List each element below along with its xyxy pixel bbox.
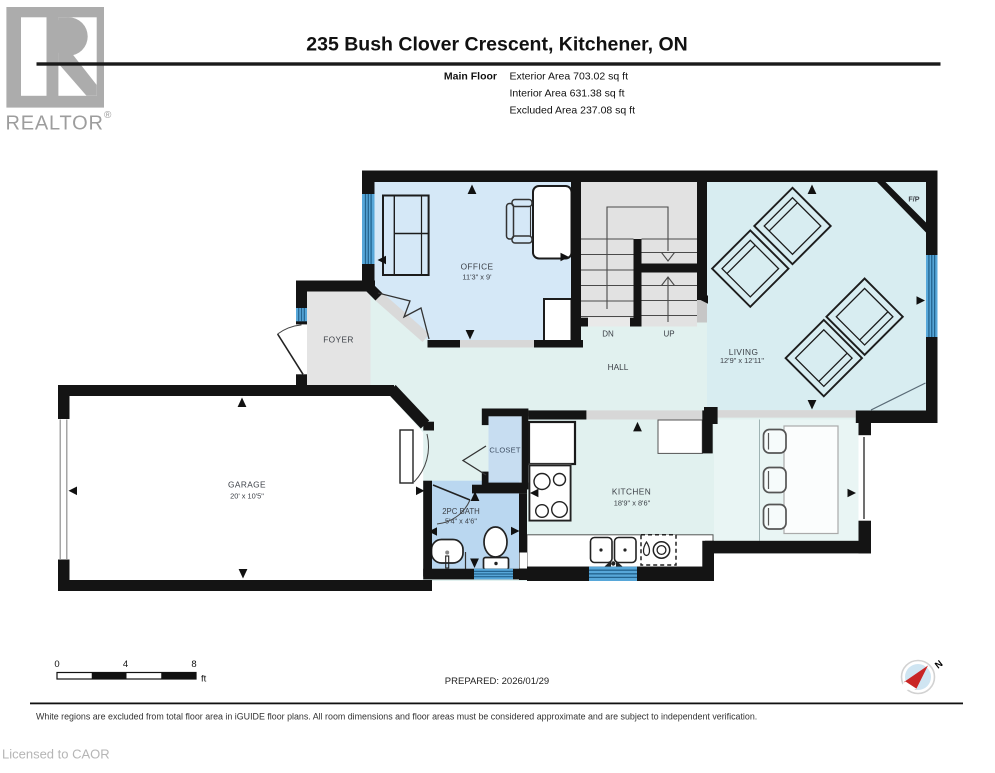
- svg-text:CLOSET: CLOSET: [489, 446, 520, 455]
- svg-text:2PC BATH: 2PC BATH: [442, 507, 480, 516]
- svg-text:FOYER: FOYER: [323, 335, 354, 345]
- svg-text:White regions are excluded fro: White regions are excluded from total fl…: [36, 712, 757, 722]
- svg-text:Main Floor: Main Floor: [444, 71, 497, 83]
- svg-text:0: 0: [54, 659, 59, 670]
- svg-text:8: 8: [191, 659, 196, 670]
- svg-text:PREPARED: 2026/01/29: PREPARED: 2026/01/29: [445, 676, 549, 687]
- svg-text:HALL: HALL: [608, 362, 629, 372]
- svg-text:235 Bush Clover Crescent, Kitc: 235 Bush Clover Crescent, Kitchener, ON: [306, 34, 687, 56]
- svg-text:®: ®: [104, 110, 112, 121]
- svg-text:Exterior Area 703.02 sq ft: Exterior Area 703.02 sq ft: [510, 71, 629, 83]
- svg-text:Interior Area 631.38 sq ft: Interior Area 631.38 sq ft: [510, 88, 625, 100]
- svg-text:F/P: F/P: [908, 195, 919, 204]
- svg-text:UP: UP: [663, 330, 674, 339]
- svg-text:4: 4: [123, 659, 128, 670]
- svg-text:18'9" x 8'6": 18'9" x 8'6": [614, 498, 651, 507]
- svg-text:OFFICE: OFFICE: [461, 262, 494, 272]
- svg-text:DN: DN: [602, 330, 614, 339]
- svg-text:KITCHEN: KITCHEN: [612, 487, 651, 497]
- svg-text:Licensed to CAOR: Licensed to CAOR: [2, 747, 110, 762]
- svg-text:LIVING: LIVING: [729, 347, 759, 357]
- svg-text:Excluded Area 237.08 sq ft: Excluded Area 237.08 sq ft: [510, 105, 636, 117]
- svg-text:12'9" x 12'11": 12'9" x 12'11": [720, 356, 764, 365]
- svg-text:REALTOR: REALTOR: [6, 113, 104, 135]
- svg-text:11'3" x 9': 11'3" x 9': [462, 273, 492, 282]
- svg-text:20' x 10'5": 20' x 10'5": [230, 492, 264, 501]
- svg-text:GARAGE: GARAGE: [228, 480, 266, 490]
- svg-text:5'4" x 4'6": 5'4" x 4'6": [445, 516, 477, 525]
- svg-text:ft: ft: [201, 674, 207, 685]
